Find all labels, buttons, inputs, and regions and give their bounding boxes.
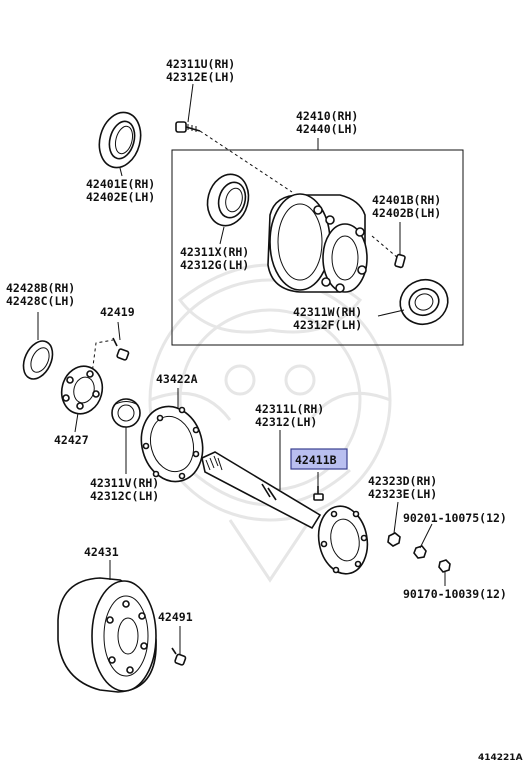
leader-42323D	[393, 501, 399, 534]
nut-90170[interactable]	[438, 559, 451, 573]
label-42428B: 42428B(RH)	[6, 281, 75, 295]
label-42323E: 42323E(LH)	[368, 487, 437, 501]
part-label-42427[interactable]: 42427	[54, 433, 89, 447]
label-42323D: 42323D(RH)	[368, 474, 437, 488]
leader-42401E	[119, 167, 123, 177]
label-42312G: 42312G(LH)	[180, 258, 249, 272]
label-42311U: 42311U(RH)	[166, 57, 235, 71]
dash-bolt-to-hub	[199, 130, 293, 193]
part-label-42431[interactable]: 42431	[84, 545, 119, 559]
label-42427: 42427	[54, 433, 89, 447]
label-42312: 42312(LH)	[255, 415, 317, 429]
part-label-42419[interactable]: 42419	[100, 305, 135, 319]
axle-shaft-42311L[interactable]	[201, 451, 373, 578]
highlight-box-42411B	[290, 448, 348, 470]
part-label-42401E[interactable]: 42401E(RH) 42402E(LH)	[86, 177, 155, 204]
label-42312C: 42312C(LH)	[90, 489, 159, 503]
part-label-42323D[interactable]: 42323D(RH) 42323E(LH)	[368, 474, 437, 501]
label-42312F: 42312F(LH)	[293, 318, 362, 332]
label-42401B: 42401B(RH)	[372, 193, 441, 207]
nut-42323D[interactable]	[387, 532, 401, 547]
label-90170: 90170-10039(12)	[403, 587, 507, 601]
part-label-42311X[interactable]: 42311X(RH) 42312G(LH)	[180, 245, 249, 272]
label-42440: 42440(LH)	[296, 122, 358, 136]
companion-flange-42427[interactable]	[56, 362, 107, 419]
label-42431: 42431	[84, 545, 119, 559]
label-42419: 42419	[100, 305, 135, 319]
label-42312E: 42312E(LH)	[166, 70, 235, 84]
part-label-42311L[interactable]: 42311L(RH) 42312(LH)	[255, 402, 324, 429]
figure-id: 414221A	[478, 753, 523, 763]
leader-90201	[419, 523, 433, 549]
part-label-42401B[interactable]: 42401B(RH) 42402B(LH)	[372, 193, 441, 220]
oil-seal-42401E[interactable]	[93, 108, 146, 172]
leader-42419	[117, 321, 121, 341]
leader-42311W	[377, 309, 405, 317]
part-label-90201[interactable]: 90201-10075(12)	[403, 511, 507, 525]
dash-pin	[371, 235, 399, 259]
part-label-42410[interactable]: 42410(RH) 42440(LH)	[296, 109, 358, 136]
leader-42427	[74, 412, 79, 433]
label-42311L: 42311L(RH)	[255, 402, 324, 416]
part-label-42311V[interactable]: 42311V(RH) 42312C(LH)	[90, 476, 159, 503]
part-label-42311U[interactable]: 42311U(RH) 42312E(LH)	[166, 57, 235, 84]
hub-bolt-42411B[interactable]	[313, 486, 324, 501]
part-label-90170[interactable]: 90170-10039(12)	[403, 587, 507, 601]
leader-42311U	[187, 83, 194, 123]
bearing-42311X[interactable]	[202, 170, 254, 231]
hub-assembly-box	[171, 149, 464, 346]
bolt-42311U[interactable]	[175, 121, 201, 133]
label-42410: 42410(RH)	[296, 109, 358, 123]
label-42428C: 42428C(LH)	[6, 294, 75, 308]
label-42402B: 42402B(LH)	[372, 206, 441, 220]
leader-42311X	[219, 226, 225, 245]
bolt-42419[interactable]	[112, 337, 130, 361]
part-label-43422A[interactable]: 43422A	[156, 372, 198, 386]
label-42491: 42491	[158, 610, 193, 624]
bolt-90201[interactable]	[413, 545, 427, 559]
part-label-42491[interactable]: 42491	[158, 610, 193, 624]
label-42311V: 42311V(RH)	[90, 476, 159, 490]
part-label-42311W[interactable]: 42311W(RH) 42312F(LH)	[293, 305, 362, 332]
part-label-42428B[interactable]: 42428B(RH) 42428C(LH)	[6, 281, 75, 308]
screw-42491[interactable]	[171, 647, 187, 666]
label-42402E: 42402E(LH)	[86, 190, 155, 204]
part-label-42411B[interactable]: 42411B	[295, 453, 337, 467]
label-42411B: 42411B	[295, 453, 337, 467]
label-42311W: 42311W(RH)	[293, 305, 362, 319]
bearing-42311W[interactable]	[394, 273, 454, 331]
axle-housing-hub-42410[interactable]	[267, 193, 368, 293]
gasket-43422A[interactable]	[133, 400, 211, 489]
label-42401E: 42401E(RH)	[86, 177, 155, 191]
label-42311X: 42311X(RH)	[180, 245, 249, 259]
shim-42428B[interactable]	[18, 336, 58, 383]
brake-drum-42431[interactable]	[57, 577, 157, 693]
label-90201: 90201-10075(12)	[403, 511, 507, 525]
pin-42401B[interactable]	[394, 253, 406, 269]
oil-seal-42311V[interactable]	[111, 398, 141, 428]
label-43422A: 43422A	[156, 372, 198, 386]
